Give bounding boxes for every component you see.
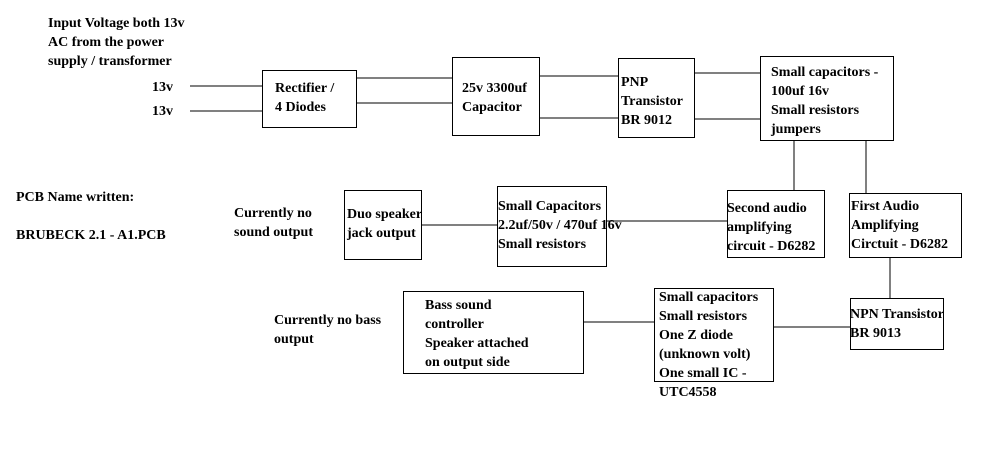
pnp-transistor-block [618, 58, 695, 138]
bass-controller-block [403, 291, 584, 374]
small-capacitors-block [760, 56, 894, 141]
rectifier-block [262, 70, 357, 128]
capacitor-block [452, 57, 540, 136]
pcb-name-value: BRUBECK 2.1 - A1.PCB [16, 228, 166, 243]
pcb-name-heading: PCB Name written: [16, 190, 135, 205]
ic-block [654, 288, 774, 382]
speaker-jack-block [344, 190, 422, 260]
input-label-1: 13v [152, 80, 173, 95]
input-label-2: 13v [152, 104, 173, 119]
second-audio-block [727, 190, 825, 258]
small-capacitors-2-block [497, 186, 607, 267]
first-audio-block [849, 193, 962, 258]
rectifier-label: Rectifier /4 Diodes [275, 81, 335, 115]
npn-transistor-block [850, 298, 944, 350]
